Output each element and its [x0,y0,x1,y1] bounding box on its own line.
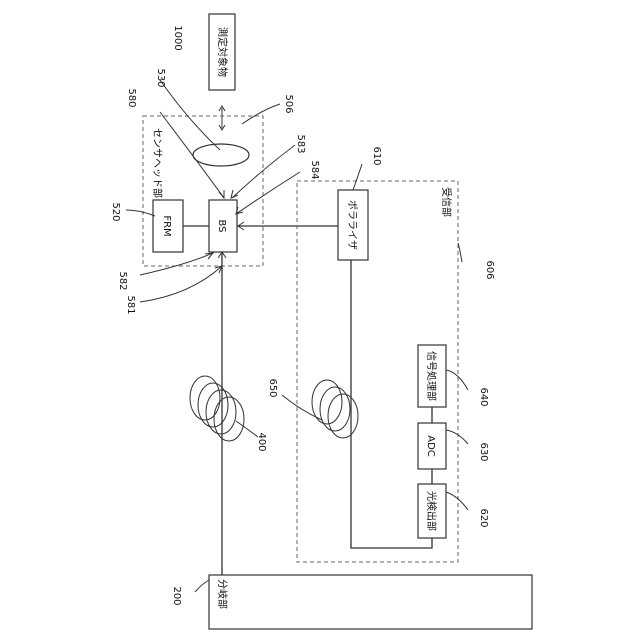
ref-584: 584 [309,160,320,179]
fiber-coil-400 [190,376,244,441]
ref-530: 530 [155,68,166,87]
ref-606: 606 [484,260,495,279]
ref-200: 200 [171,586,182,605]
ref-640: 640 [478,387,489,406]
leader-630 [446,430,468,444]
ref-582: 582 [117,271,128,290]
leader-520 [126,210,155,216]
leader-506 [242,104,280,124]
splitter-box [209,575,532,629]
ref-620: 620 [478,508,489,527]
ref-1000: 1000 [172,25,183,50]
sensor-head-label: センサヘッド部 [151,128,164,198]
measurement-target-label: 測定対象物 [216,27,229,77]
leader-606 [458,243,462,262]
ref-650: 650 [267,378,278,397]
leader-581 [140,266,222,302]
ref-506: 506 [283,94,294,113]
leader-610 [353,164,362,190]
frm-label: FRM [161,215,172,236]
ref-610: 610 [371,146,382,165]
ref-520: 520 [110,202,121,221]
ref-581: 581 [125,295,136,314]
lens-ellipse [193,144,249,166]
polarizer-label: ポラライザ [346,200,358,250]
ref-400: 400 [256,432,267,451]
leader-584 [236,172,300,214]
ref-583: 583 [295,134,306,153]
receiver-label: 受信部 [440,187,453,217]
ref-630: 630 [478,442,489,461]
bs-label: BS [216,219,227,232]
photodetector-label: 光検出部 [425,491,438,531]
ref-580: 580 [126,88,137,107]
signal-processor-label: 信号処理部 [425,351,438,401]
leader-640 [446,370,468,390]
leader-582 [140,253,213,275]
leader-200 [195,580,209,592]
adc-label: ADC [425,435,436,457]
leader-620 [446,492,468,510]
splitter-label: 分岐部 [216,579,229,609]
